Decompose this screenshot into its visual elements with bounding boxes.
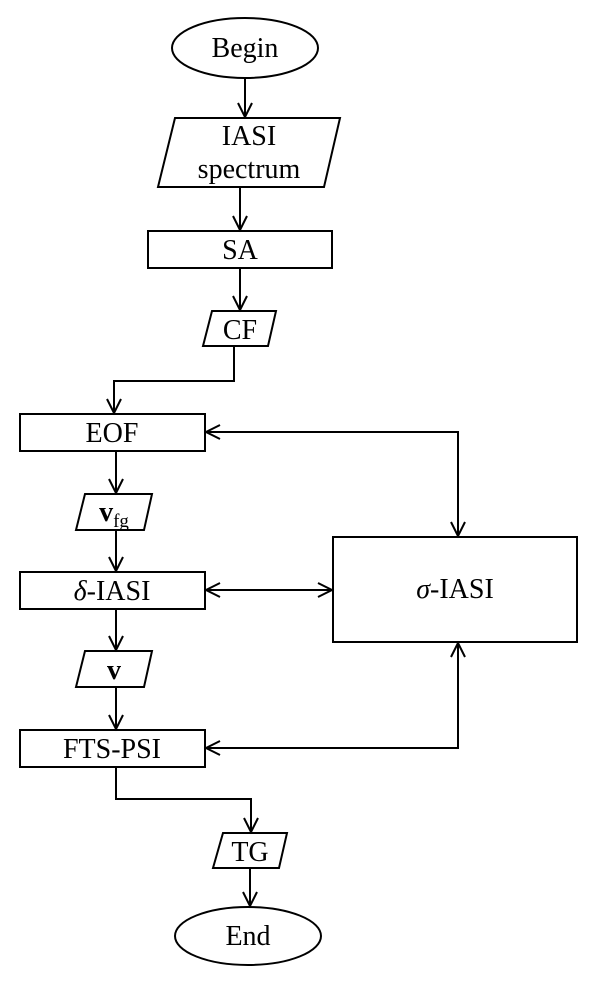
arrowhead (203, 424, 221, 440)
node-begin-label: Begin (212, 33, 279, 64)
arrowhead (108, 714, 124, 732)
arrowhead (108, 635, 124, 653)
edge-cf-to-eof (106, 346, 235, 416)
arrowhead (203, 582, 221, 598)
node-delta-symbol: δ (74, 576, 88, 607)
node-fts-psi-label: FTS-PSI (63, 734, 161, 765)
edge-fts-sigma-bidirectional (203, 640, 466, 756)
arrowhead (450, 521, 466, 539)
node-v-fg-label: vfg (99, 497, 129, 532)
node-begin: Begin (171, 17, 319, 79)
arrowhead (237, 102, 253, 120)
node-tg: TG (211, 832, 289, 869)
node-v-fg-subscript: fg (113, 511, 129, 532)
node-v-fg: vfg (74, 493, 154, 532)
edge-tg-to-end (242, 868, 258, 909)
arrowhead (242, 891, 258, 909)
node-iasi-label-line1: IASI (222, 121, 276, 152)
node-end-label: End (225, 921, 270, 952)
node-v-fg-main: v (99, 497, 113, 528)
node-eof: EOF (19, 413, 206, 452)
node-sigma-iasi-label: σ-IASI (416, 574, 494, 605)
node-delta-text: -IASI (87, 576, 151, 607)
edge-vfg-to-delta-iasi (108, 530, 124, 574)
arrowhead (317, 582, 335, 598)
edge-delta-sigma-bidirectional (203, 582, 335, 598)
arrowhead (243, 817, 259, 835)
edge-begin-to-iasi (237, 78, 253, 120)
arrowhead (450, 640, 466, 658)
node-tg-label: TG (231, 837, 268, 868)
arrowhead (108, 556, 124, 574)
edge-delta-iasi-to-v (108, 609, 124, 653)
arrowhead (232, 215, 248, 233)
arrowhead (232, 295, 248, 313)
edge-eof-to-vfg (108, 451, 124, 496)
edge-v-to-fts-psi (108, 687, 124, 732)
node-cf: CF (201, 310, 278, 347)
edge-fts-psi-to-tg (115, 767, 259, 835)
node-delta-iasi-label: δ-IASI (74, 576, 151, 607)
node-sa: SA (147, 230, 333, 269)
node-sigma-symbol: σ (416, 574, 431, 605)
arrowhead (203, 740, 221, 756)
node-sigma-iasi: σ-IASI (332, 536, 578, 643)
node-fts-psi: FTS-PSI (19, 729, 206, 768)
edge-eof-sigma-bidirectional (203, 424, 466, 539)
edge-iasi-to-sa (232, 187, 248, 233)
node-v: v (74, 650, 154, 688)
node-eof-label: EOF (86, 418, 139, 449)
edge-sa-to-cf (232, 268, 248, 313)
node-cf-label: CF (223, 315, 257, 346)
arrowhead (106, 398, 122, 416)
node-sigma-text: -IASI (430, 574, 494, 605)
node-end: End (174, 906, 322, 966)
node-sa-label: SA (222, 235, 259, 266)
arrowhead (108, 478, 124, 496)
node-delta-iasi: δ-IASI (19, 571, 206, 610)
node-iasi-spectrum: IASI spectrum (156, 117, 342, 188)
node-iasi-label-line2: spectrum (198, 154, 301, 185)
node-v-label: v (107, 655, 121, 686)
